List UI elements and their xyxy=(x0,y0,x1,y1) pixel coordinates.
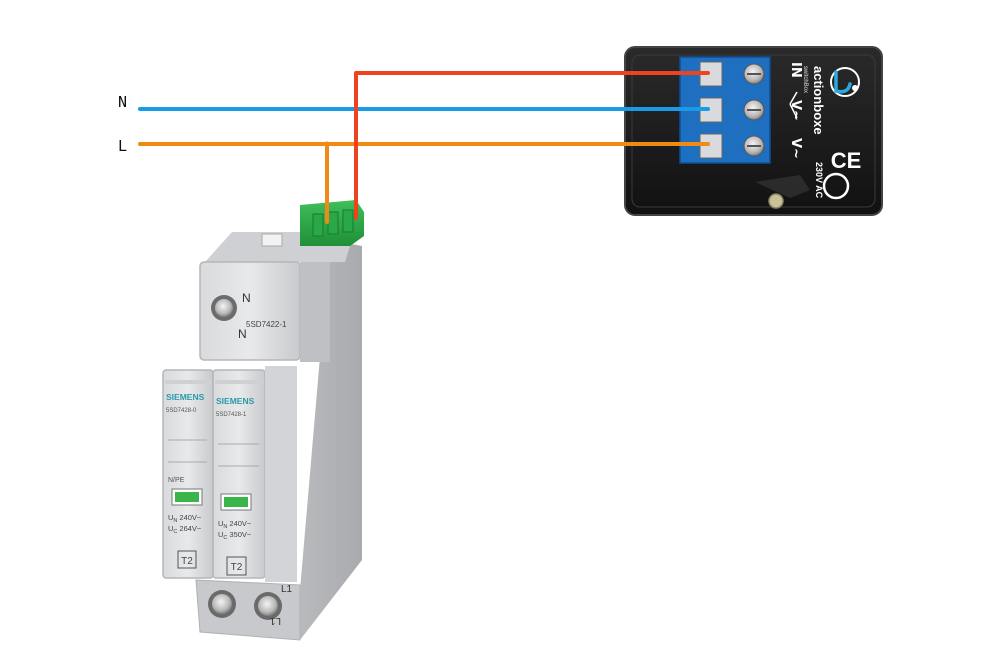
spd-top-module-side xyxy=(300,262,330,362)
spd-top-screw xyxy=(215,299,233,317)
relay-logo-icon xyxy=(834,70,852,94)
relay-switch-symbol xyxy=(789,91,798,119)
line-label: L xyxy=(118,137,127,155)
spd-side-panel xyxy=(300,240,362,640)
spd-left-uc-value: 264V~ xyxy=(179,524,202,533)
spd-left-uc-sub: C xyxy=(173,529,177,535)
relay-subtitle: switchBox xyxy=(802,66,808,93)
spd-left-un-value: 240V~ xyxy=(179,513,202,522)
spd-right-uc-sub: C xyxy=(223,535,227,541)
spd-left-un-sub: N xyxy=(173,518,177,524)
relay-brand: actionboxe xyxy=(811,66,826,135)
spd-bottom-base: L1 L1 xyxy=(195,579,301,641)
spd-left-status-window xyxy=(175,492,199,502)
relay-logo-badge xyxy=(830,67,860,97)
spd-top-terminal-label: N xyxy=(242,291,251,305)
spd-right-un-symbol: U xyxy=(218,519,223,528)
spd-left-model: 5SD7428-0 xyxy=(166,408,197,414)
spd-right-status-window xyxy=(224,497,248,507)
relay-in-label: IN xyxy=(788,62,803,78)
relay-voltage: 230V AC xyxy=(814,162,824,199)
spd-right-un-value: 240V~ xyxy=(229,519,252,528)
green-terminal-connector xyxy=(300,200,364,246)
spd-left-un-symbol: U xyxy=(168,513,173,522)
spd-right-uc-value: 350V~ xyxy=(229,530,252,539)
relay-ce-circle xyxy=(822,172,850,200)
spd-bottom-l1-label-2: L1 xyxy=(269,615,281,626)
spd-right-uc-symbol: U xyxy=(218,530,223,539)
relay-v-label-1: V~ xyxy=(788,100,803,121)
spd-bottom-screw-left xyxy=(212,594,232,614)
relay-ce-mark: CE xyxy=(831,148,862,173)
spd-left-brand: SIEMENS xyxy=(166,392,205,402)
spd-left-type: N/PE xyxy=(168,477,185,484)
wires xyxy=(138,71,710,224)
spd-right-model: 5SD7428-1 xyxy=(216,412,247,418)
relay-v-label-2: V~ xyxy=(788,138,803,159)
relay-printed-labels: IN V~ V~ actionboxe switchBox 230V AC xyxy=(788,62,826,199)
spd-left-uc-symbol: U xyxy=(168,524,173,533)
wire-junction xyxy=(324,141,330,147)
spd-left-class: T2 xyxy=(181,556,193,567)
spd-bottom-l1-label: L1 xyxy=(281,584,293,595)
spd-top-terminal-label-2: N xyxy=(238,327,247,341)
relay-mounting-screw xyxy=(768,193,784,209)
spd-right-class: T2 xyxy=(231,562,243,573)
spd-right-brand: SIEMENS xyxy=(216,396,255,406)
spd-bottom-screw-right xyxy=(258,596,278,616)
spd-top-model: 5SD7422-1 xyxy=(246,320,287,329)
spd-top-slot xyxy=(261,233,283,247)
neutral-label: N xyxy=(118,93,127,111)
switch-feed-wire xyxy=(354,71,710,220)
spd-right-un-sub: N xyxy=(223,524,227,530)
